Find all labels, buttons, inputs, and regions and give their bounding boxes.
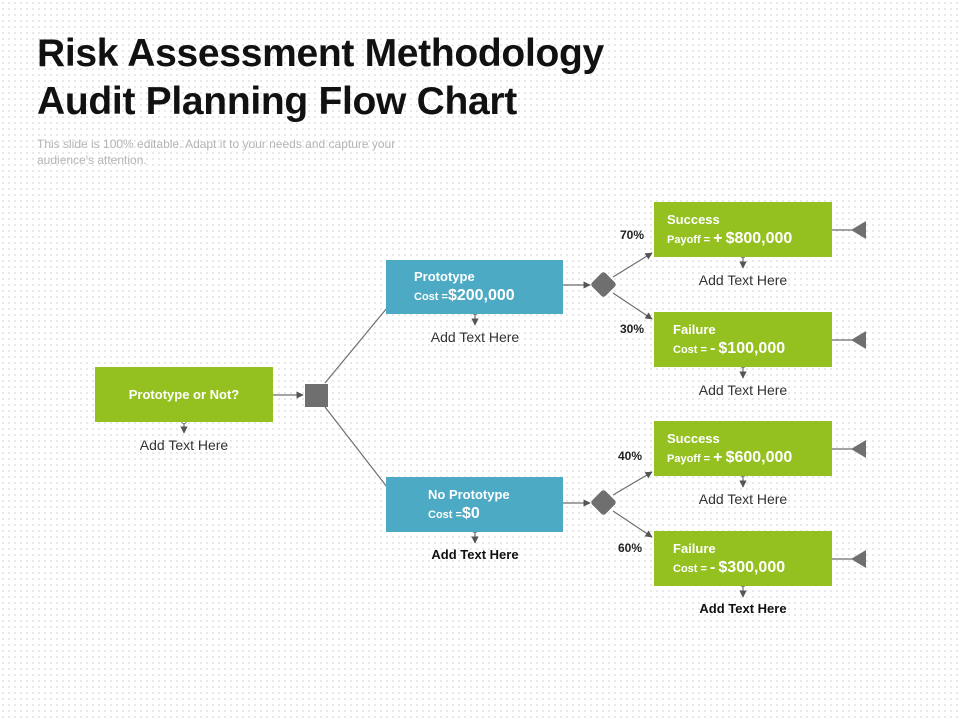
node-to-noprototype-line (324, 406, 388, 488)
outcome-3-prefix: Payoff = (667, 453, 711, 465)
page-title: Risk Assessment Methodology Audit Planni… (37, 30, 737, 126)
outcome-4-sign: - (710, 559, 716, 576)
no-prototype-cost-prefix: Cost = (428, 509, 462, 521)
outcome-4-prefix: Cost = (673, 563, 707, 575)
probability-label-2: 30% (620, 322, 645, 336)
diamond-to-success-2-line (612, 471, 653, 496)
chance-node-diamond-2 (591, 490, 616, 515)
outcome-1-prefix: Payoff = (667, 234, 711, 246)
outcome-4-label: Failure (673, 541, 716, 556)
node-to-prototype-line (324, 307, 388, 384)
terminal-triangle-2 (851, 331, 866, 349)
outcome-3-note: Add Text Here (698, 491, 788, 507)
probability-label-3: 40% (618, 449, 643, 463)
outcome-2-amount: $100,000 (718, 340, 786, 357)
title-line-2: Audit Planning Flow Chart (37, 80, 517, 123)
outcome-box-2: Failure Cost = - $100,000 (654, 312, 832, 367)
outcome-3-label: Success (667, 431, 720, 446)
prototype-cost-value: $200,000 (447, 287, 515, 304)
no-prototype-cost-value: $0 (461, 505, 480, 522)
outcome-2-value: Cost = - $100,000 (673, 340, 785, 358)
outcome-1-label: Success (667, 212, 720, 227)
no-prototype-box: No Prototype Cost =$0 (386, 477, 563, 532)
terminal-triangle-1 (851, 221, 866, 239)
outcome-1-amount: $800,000 (725, 230, 793, 247)
no-prototype-cost: Cost =$0 (428, 505, 480, 523)
outcome-1-sign: + (713, 230, 723, 247)
terminal-triangle-3 (851, 440, 866, 458)
outcome-3-sign: + (713, 449, 723, 466)
subtitle: This slide is 100% editable. Adapt it to… (37, 137, 396, 167)
root-decision-box: Prototype or Not? (95, 367, 273, 422)
terminal-triangle-4 (851, 550, 866, 568)
diamond-to-success-1-line (612, 252, 653, 278)
no-prototype-label: No Prototype (428, 487, 510, 502)
root-note: Add Text Here (139, 437, 229, 453)
outcome-3-amount: $600,000 (725, 449, 793, 466)
decision-node-square (305, 384, 328, 407)
no-prototype-note: Add Text Here (431, 547, 519, 562)
prototype-cost-prefix: Cost = (414, 291, 448, 303)
outcome-1-value: Payoff = + $800,000 (667, 230, 792, 248)
outcome-2-sign: - (710, 340, 716, 357)
probability-label-4: 60% (618, 541, 643, 555)
outcome-4-amount: $300,000 (718, 559, 786, 576)
outcome-2-prefix: Cost = (673, 344, 707, 356)
outcome-4-note: Add Text Here (699, 601, 787, 616)
prototype-label: Prototype (414, 269, 475, 284)
outcome-4-value: Cost = - $300,000 (673, 559, 785, 577)
title-line-1: Risk Assessment Methodology (37, 32, 604, 75)
root-decision-label: Prototype or Not? (128, 387, 240, 402)
prototype-box: Prototype Cost =$200,000 (386, 260, 563, 314)
probability-label-1: 70% (620, 228, 645, 242)
prototype-cost: Cost =$200,000 (414, 287, 515, 305)
outcome-2-label: Failure (673, 322, 716, 337)
outcome-box-1: Success Payoff = + $800,000 (654, 202, 832, 257)
outcome-box-3: Success Payoff = + $600,000 (654, 421, 832, 476)
outcome-2-note: Add Text Here (698, 382, 788, 398)
outcome-box-4: Failure Cost = - $300,000 (654, 531, 832, 586)
outcome-3-value: Payoff = + $600,000 (667, 449, 792, 467)
prototype-note: Add Text Here (430, 329, 520, 345)
diamond-to-failure-1-line (612, 292, 653, 320)
outcome-1-note: Add Text Here (698, 272, 788, 288)
diamond-to-failure-2-line (612, 510, 653, 538)
chance-node-diamond-1 (591, 272, 616, 297)
